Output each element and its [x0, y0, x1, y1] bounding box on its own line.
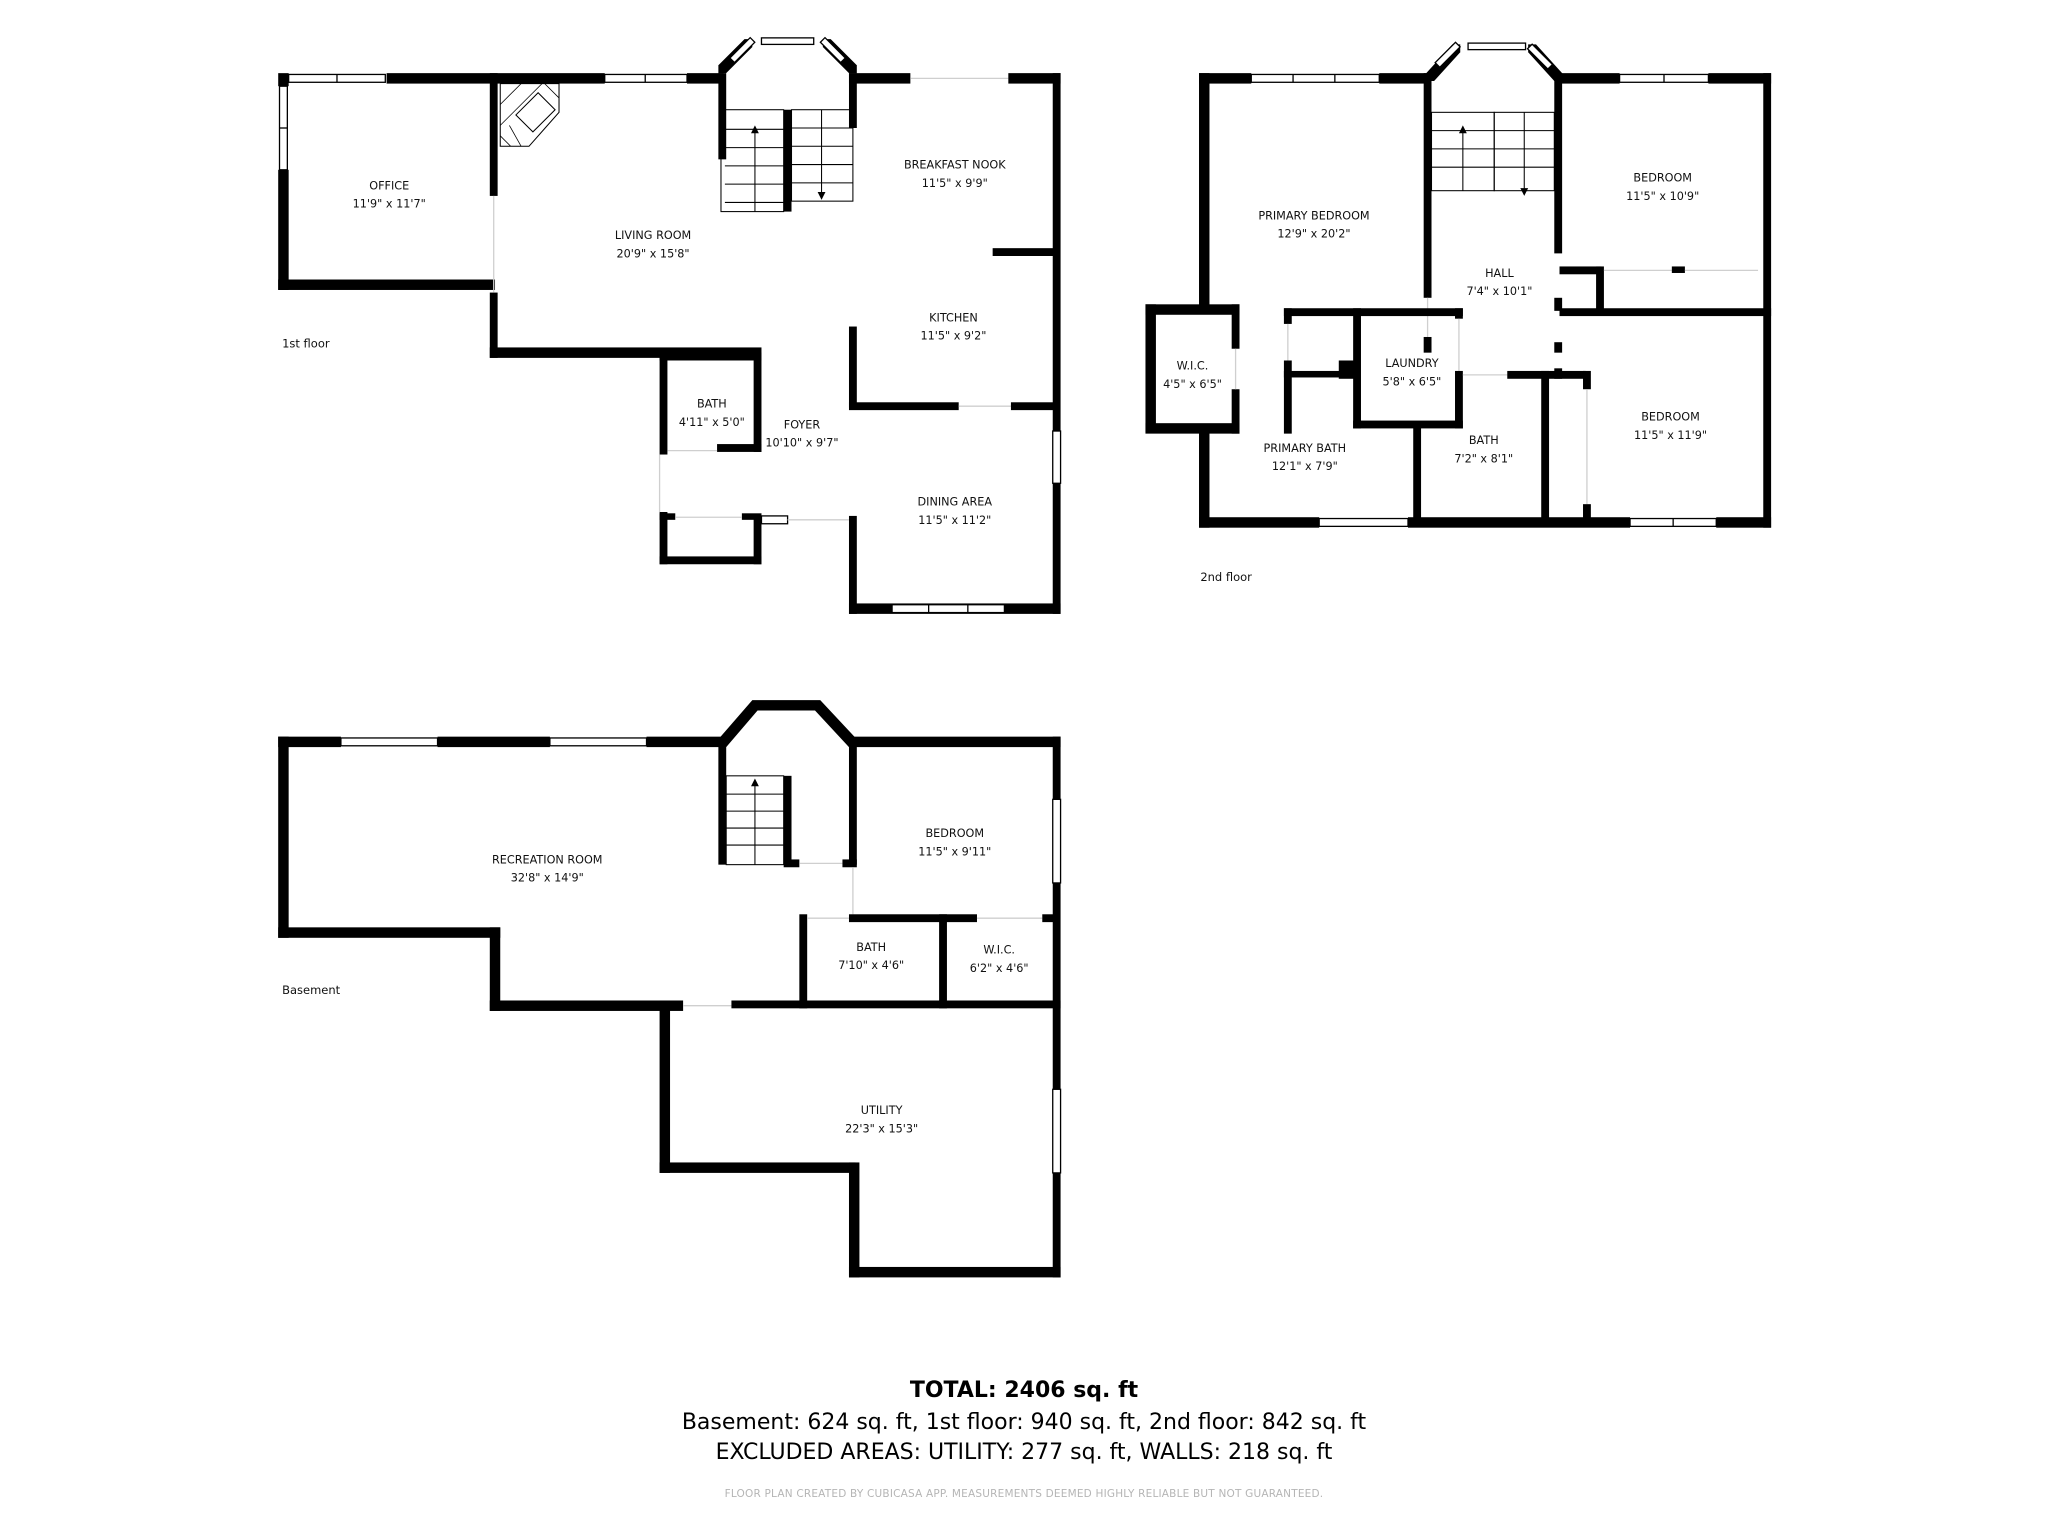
room-dims: 20'9" x 15'8": [617, 247, 690, 260]
room-dims: 11'5" x 9'2": [920, 330, 986, 343]
room-dims: 11'9" x 11'7": [353, 198, 426, 211]
room-dims: 7'2" x 8'1": [1454, 452, 1513, 465]
room-dims: 11'5" x 10'9": [1626, 190, 1699, 203]
total-area: TOTAL: 2406 sq. ft: [909, 1378, 1139, 1403]
room-dims: 7'10" x 4'6": [838, 959, 904, 972]
room-name: OFFICE: [369, 179, 409, 192]
room-name: W.I.C.: [1177, 360, 1209, 373]
first-floor-plan: [278, 36, 1062, 614]
room-name: PRIMARY BATH: [1264, 442, 1347, 455]
first-floor-room-labels: OFFICE 11'9" x 11'7" LIVING ROOM 20'9" x…: [353, 158, 1007, 526]
room-name: PRIMARY BEDROOM: [1258, 209, 1369, 222]
office-walls: [278, 73, 498, 358]
floor-area-breakdown: Basement: 624 sq. ft, 1st floor: 940 sq.…: [681, 1410, 1367, 1435]
second-floor-label: 2nd floor: [1200, 570, 1252, 584]
room-dims: 4'5" x 6'5": [1163, 378, 1222, 391]
room-dims: 11'5" x 11'9": [1634, 429, 1707, 442]
room-name: KITCHEN: [929, 311, 978, 324]
room-name: LIVING ROOM: [615, 229, 691, 242]
first-floor-label: 1st floor: [282, 336, 330, 350]
room-dims: 12'9" x 20'2": [1277, 228, 1350, 241]
room-dims: 11'5" x 9'11": [918, 846, 991, 859]
room-name: DINING AREA: [918, 495, 993, 508]
room-name: HALL: [1485, 267, 1514, 280]
room-name: UTILITY: [861, 1104, 903, 1117]
room-dims: 32'8" x 14'9": [511, 872, 584, 885]
room-dims: 10'10" x 9'7": [765, 437, 838, 450]
disclaimer: FLOOR PLAN CREATED BY CUBICASA APP. MEAS…: [724, 1488, 1324, 1500]
excluded-areas: EXCLUDED AREAS: UTILITY: 277 sq. ft, WAL…: [715, 1440, 1333, 1465]
room-name: LAUNDRY: [1385, 357, 1439, 370]
room-dims: 7'4" x 10'1": [1466, 285, 1532, 298]
office-windows: [278, 73, 386, 171]
second-floor-plan: [1145, 41, 1772, 528]
room-name: BREAKFAST NOOK: [904, 158, 1006, 171]
fireplace-icon: [499, 83, 560, 147]
room-dims: 6'2" x 4'6": [970, 962, 1029, 975]
room-dims: 4'11" x 5'0": [679, 416, 745, 429]
stair-bay-first: [718, 36, 857, 213]
room-name: BEDROOM: [1641, 411, 1700, 424]
room-dims: 11'5" x 11'2": [918, 514, 991, 527]
room-dims: 12'1" x 7'9": [1272, 460, 1338, 473]
room-dims: 11'5" x 9'9": [922, 177, 988, 190]
room-dims: 5'8" x 6'5": [1383, 375, 1442, 388]
room-name: W.I.C.: [983, 943, 1015, 956]
basement-label: Basement: [282, 983, 340, 997]
room-name: BATH: [1469, 434, 1499, 447]
basement-room-labels: RECREATION ROOM 32'8" x 14'9" BEDROOM 11…: [492, 827, 1029, 1135]
room-name: RECREATION ROOM: [492, 853, 603, 866]
room-name: BEDROOM: [925, 827, 984, 840]
room-name: FOYER: [784, 418, 821, 431]
room-name: BATH: [697, 398, 727, 411]
room-name: BEDROOM: [1633, 172, 1692, 185]
basement-plan: [278, 700, 1062, 1278]
room-name: BATH: [856, 941, 886, 954]
room-dims: 22'3" x 15'3": [845, 1122, 918, 1135]
second-floor-room-labels: PRIMARY BEDROOM 12'9" x 20'2" BEDROOM 11…: [1163, 172, 1707, 474]
